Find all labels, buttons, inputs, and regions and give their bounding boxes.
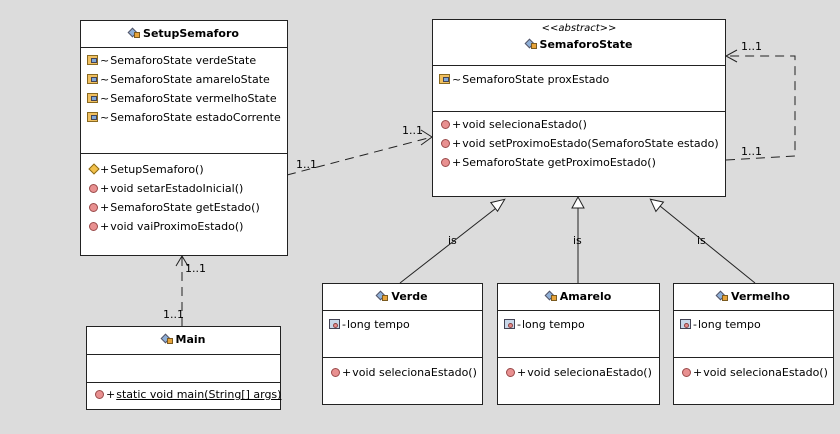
class-main[interactable]: Main +static void main(String[] args) (86, 326, 281, 410)
class-icon (129, 27, 141, 38)
fields-section: -long tempo (674, 311, 833, 358)
method-row[interactable]: +void selecionaEstado() (680, 363, 833, 382)
method-row[interactable]: +SemaforoState getEstado() (87, 198, 287, 217)
field-row[interactable]: ~SemaforoState vermelhoState (87, 89, 287, 108)
generalization-vermelho[interactable] (647, 195, 756, 284)
method-icon (95, 390, 104, 399)
association-main-to-setup[interactable] (175, 255, 189, 326)
field-row[interactable]: -long tempo (504, 315, 659, 334)
mult-self-target: 1..1 (741, 40, 762, 53)
methods-section: +void selecionaEstado() (323, 358, 482, 382)
method-row[interactable]: +SemaforoState getProximoEstado() (439, 153, 725, 172)
method-icon (89, 184, 98, 193)
is-label-amarelo: is (573, 234, 582, 247)
mult-self-source: 1..1 (741, 145, 762, 158)
class-icon (526, 38, 537, 49)
method-icon (441, 139, 450, 148)
field-icon (87, 74, 98, 84)
class-amarelo[interactable]: Amarelo -long tempo +void selecionaEstad… (497, 283, 660, 405)
mult-setup-source: 1..1 (296, 158, 317, 171)
field-row[interactable]: ~SemaforoState verdeState (87, 51, 287, 70)
mult-state-target: 1..1 (402, 124, 423, 137)
class-icon (717, 290, 729, 301)
self-association-state[interactable] (724, 49, 796, 161)
mult-main-end: 1..1 (163, 308, 184, 321)
field-row[interactable]: -long tempo (680, 315, 833, 334)
is-label-vermelho: is (697, 234, 706, 247)
method-row[interactable]: +void setarEstadoInicial() (87, 179, 287, 198)
methods-section: +void selecionaEstado() (674, 358, 833, 382)
method-icon (441, 158, 450, 167)
mult-setup-end: 1..1 (185, 262, 206, 275)
field-row[interactable]: ~SemaforoState proxEstado (439, 70, 725, 89)
class-name: Vermelho (731, 290, 790, 303)
class-setupsemaforo[interactable]: SetupSemaforo ~SemaforoState verdeState … (80, 20, 288, 256)
method-row[interactable]: +SetupSemaforo() (87, 160, 287, 179)
generalization-verde[interactable] (399, 195, 508, 284)
class-semaforostate[interactable]: <<abstract>> SemaforoState ~SemaforoStat… (432, 19, 726, 197)
field-row[interactable]: ~SemaforoState estadoCorrente (87, 108, 287, 127)
fields-section: -long tempo (498, 311, 659, 358)
method-row[interactable]: +void selecionaEstado() (439, 115, 725, 134)
class-name: Verde (391, 290, 428, 303)
method-icon (89, 222, 98, 231)
methods-section: +void selecionaEstado() +void setProximo… (433, 112, 725, 172)
fields-section (87, 355, 280, 383)
class-verde[interactable]: Verde -long tempo +void selecionaEstado(… (322, 283, 483, 405)
private-field-icon (504, 319, 515, 329)
field-row[interactable]: ~SemaforoState amareloState (87, 70, 287, 89)
private-field-icon (329, 319, 340, 329)
class-icon (377, 290, 389, 301)
private-field-icon (680, 319, 691, 329)
is-label-verde: is (448, 234, 457, 247)
method-row[interactable]: +void vaiProximoEstado() (87, 217, 287, 236)
field-icon (87, 93, 98, 103)
field-icon (87, 112, 98, 122)
constructor-icon (88, 163, 100, 175)
class-name: SemaforoState (539, 38, 633, 51)
method-icon (506, 368, 515, 377)
methods-section: +SetupSemaforo() +void setarEstadoInicia… (81, 154, 287, 236)
method-row[interactable]: +void selecionaEstado() (329, 363, 482, 382)
field-icon (439, 74, 450, 84)
method-icon (441, 120, 450, 129)
field-row[interactable]: -long tempo (329, 315, 482, 334)
method-icon (89, 203, 98, 212)
generalization-amarelo[interactable] (571, 195, 585, 283)
fields-section: -long tempo (323, 311, 482, 358)
method-icon (331, 368, 340, 377)
field-icon (87, 55, 98, 65)
methods-section: +static void main(String[] args) (87, 383, 281, 404)
method-row[interactable]: +static void main(String[] args) (93, 385, 281, 404)
class-icon (546, 290, 557, 301)
stereotype: <<abstract>> (541, 23, 617, 34)
class-name: Main (175, 333, 206, 346)
methods-section: +void selecionaEstado() (498, 358, 659, 382)
class-vermelho[interactable]: Vermelho -long tempo +void selecionaEsta… (673, 283, 834, 405)
method-row[interactable]: +void setProximoEstado(SemaforoState est… (439, 134, 725, 153)
method-row[interactable]: +void selecionaEstado() (504, 363, 659, 382)
method-icon (682, 368, 691, 377)
class-icon (162, 333, 173, 344)
class-name: SetupSemaforo (143, 27, 239, 40)
fields-section: ~SemaforoState verdeState ~SemaforoState… (81, 48, 287, 154)
class-name: Amarelo (559, 290, 612, 303)
fields-section: ~SemaforoState proxEstado (433, 66, 725, 112)
